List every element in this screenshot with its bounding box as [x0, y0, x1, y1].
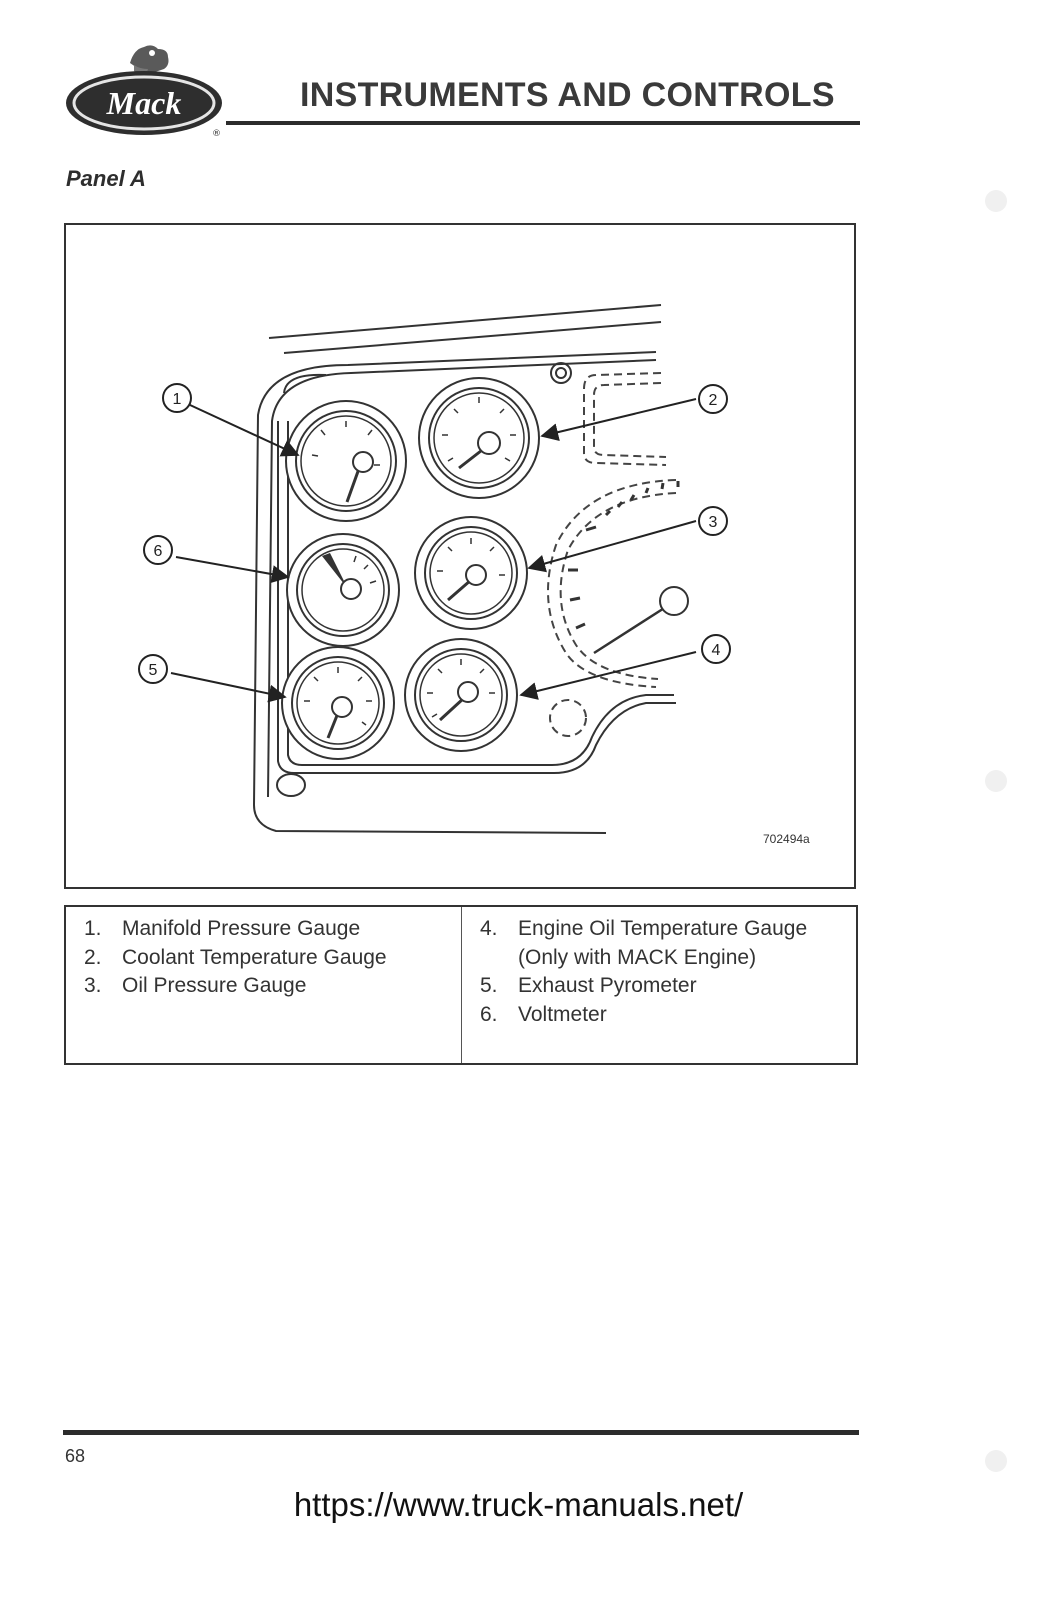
legend-table: 1.Manifold Pressure Gauge 2.Coolant Temp…	[64, 905, 858, 1065]
callout-5: 5	[138, 654, 168, 684]
callout-2: 2	[698, 384, 728, 414]
gauge-4-engine-oil-temperature	[404, 638, 518, 752]
panel-screw-hole	[276, 773, 306, 797]
footer-rule	[63, 1430, 859, 1435]
svg-text:6: 6	[154, 543, 163, 560]
callout-leaders	[170, 398, 697, 703]
bulldog-icon	[130, 45, 169, 75]
callout-6: 6	[143, 535, 173, 565]
svg-text:®: ®	[212, 129, 221, 139]
page-header-title: INSTRUMENTS AND CONTROLS	[300, 76, 835, 114]
figure-panel-a: 1 2 3 4 5 6 702494a	[64, 223, 856, 889]
mack-logo: Mack ®	[66, 45, 222, 139]
gauge-3-oil-pressure	[414, 516, 528, 630]
header-rule	[226, 121, 860, 125]
legend-item: 6.Voltmeter	[480, 1002, 607, 1026]
svg-text:4: 4	[712, 642, 721, 659]
margin-mark	[985, 1450, 1007, 1472]
legend-item: 4.Engine Oil Temperature Gauge (Only wit…	[480, 917, 808, 969]
logo-text: Mack	[106, 85, 182, 121]
tachometer-ticks	[568, 481, 680, 630]
gauge-6-voltmeter	[286, 533, 400, 647]
callout-1: 1	[162, 383, 192, 413]
section-title: Panel A	[66, 166, 146, 191]
source-url-link[interactable]: https://www.truck-manuals.net/	[293, 1486, 744, 1523]
gauge-panel-outline	[252, 351, 676, 834]
svg-text:2: 2	[709, 392, 718, 409]
tachometer-needle	[593, 586, 689, 655]
legend-column-right: 4.Engine Oil Temperature Gauge (Only wit…	[462, 907, 856, 1063]
logo-oval	[66, 71, 222, 135]
callout-4: 4	[701, 634, 731, 664]
instrument-panel-diagram: 1 2 3 4 5 6	[138, 304, 731, 834]
figure-id: 702494a	[763, 832, 810, 846]
margin-mark	[985, 770, 1007, 792]
svg-text:5: 5	[149, 662, 158, 679]
legend-item: 1.Manifold Pressure Gauge	[84, 917, 361, 940]
gauge-1-manifold-pressure	[285, 400, 407, 522]
svg-text:1: 1	[173, 391, 182, 408]
legend-item: 3.Oil Pressure Gauge	[84, 974, 307, 997]
gauge-2-coolant-temperature	[418, 377, 540, 499]
margin-mark	[985, 190, 1007, 212]
legend-item: 5.Exhaust Pyrometer	[480, 974, 697, 997]
legend-column-left: 1.Manifold Pressure Gauge 2.Coolant Temp…	[66, 907, 462, 1063]
callout-3: 3	[698, 506, 728, 536]
dash-top-outline	[268, 304, 662, 354]
svg-text:3: 3	[709, 514, 718, 531]
adjacent-cluster-dashed	[547, 372, 677, 737]
legend-item: 2.Coolant Temperature Gauge	[84, 945, 387, 969]
page-number: 68	[65, 1446, 86, 1466]
gauge-5-exhaust-pyrometer	[281, 646, 395, 760]
